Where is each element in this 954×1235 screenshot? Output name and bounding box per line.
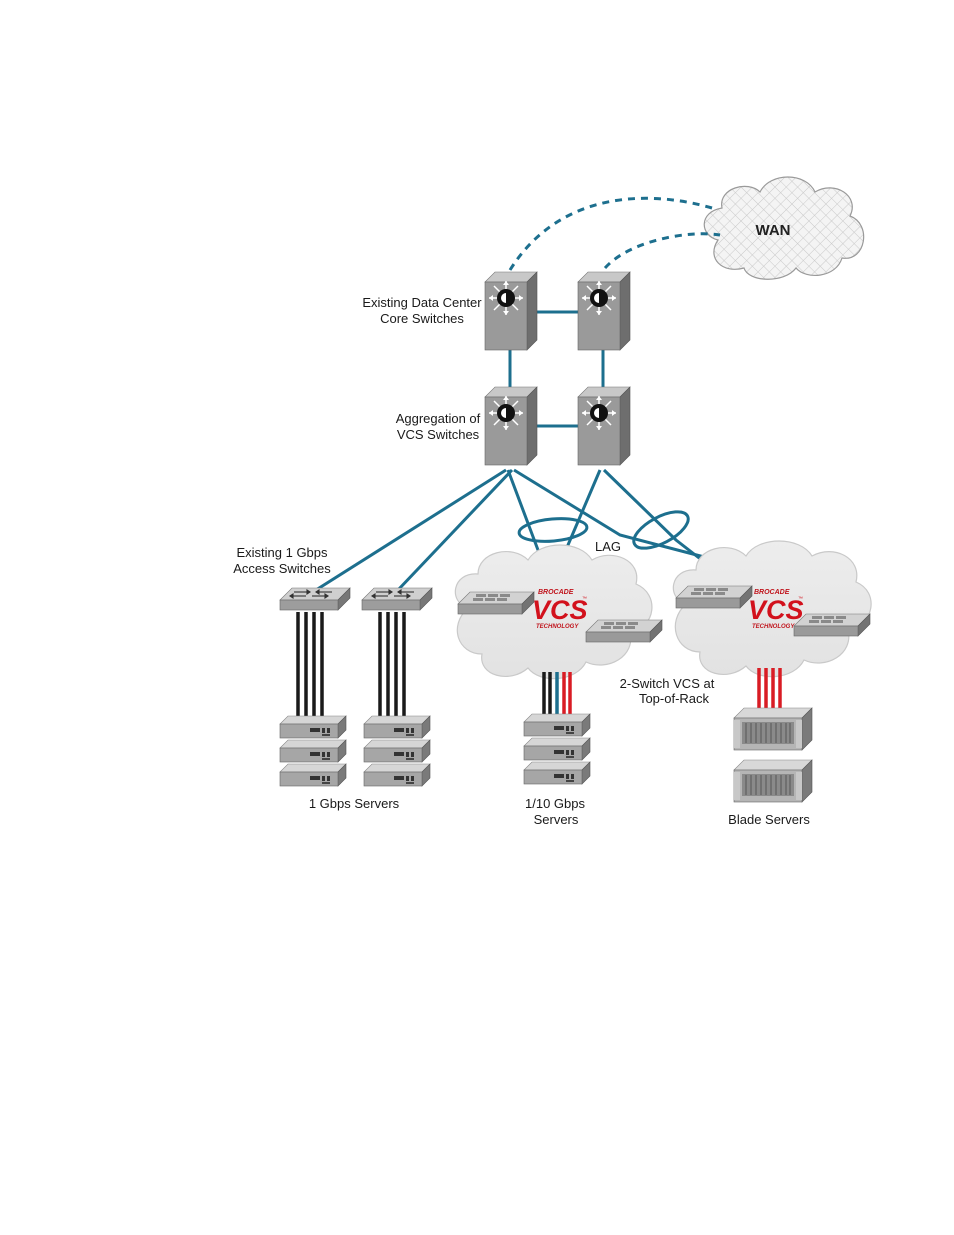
aggregation-label-line2: VCS Switches [397,427,480,442]
aggregation-switch-2 [578,387,630,465]
blade-chassis-1 [734,708,812,750]
wan-link-right [605,234,720,268]
core-switch-2 [578,272,630,350]
gbps1-servers-label: 1 Gbps Servers [309,796,400,811]
core-label-line2: Core Switches [380,311,464,326]
gbps10-label-line1: 1/10 Gbps [525,796,585,811]
aggregation-label-line1: Aggregation of [396,411,481,426]
tor-label-line1: 2-Switch VCS at [620,676,715,691]
vcs-brand-2: BROCADE VCS ™ TECHNOLOGY [748,589,804,630]
blade-chassis-2 [734,760,812,802]
vcs-switch-1b [586,620,662,642]
brand-vcs-text: VCS [532,595,588,625]
brand-bottom-text: TECHNOLOGY [536,624,579,630]
core-label-line1: Existing Data Center [362,295,482,310]
vcs-switch-2a [676,586,752,608]
vcs-cables-1 [544,672,570,718]
gbps10-label-line2: Servers [534,812,579,827]
access-label-line1: Existing 1 Gbps [236,545,328,560]
access-cables-1 [298,612,322,718]
core-switch-1 [485,272,537,350]
aggregation-switch-1 [485,387,537,465]
access-label-line2: Access Switches [233,561,331,576]
server-stack-3 [524,714,590,784]
access-cables-2 [380,612,404,718]
brand-tm-text: ™ [798,596,803,602]
tor-label-line2: Top-of-Rack [639,691,710,706]
brand-bottom-text: TECHNOLOGY [752,624,795,630]
vcs-switch-2b [794,614,870,636]
server-stack-1 [280,716,346,786]
lag-label: LAG [595,539,621,554]
brand-vcs-text: VCS [748,595,804,625]
server-stack-2 [364,716,430,786]
brand-tm-text: ™ [582,596,587,602]
access-switch-2 [362,588,432,610]
lag-ring-left [518,516,588,544]
wan-label: WAN [756,222,791,239]
access-switch-1 [280,588,350,610]
vcs-brand-1: BROCADE VCS ™ TECHNOLOGY [532,589,588,630]
blade-servers-label: Blade Servers [728,812,810,827]
vcs-switch-1a [458,592,534,614]
